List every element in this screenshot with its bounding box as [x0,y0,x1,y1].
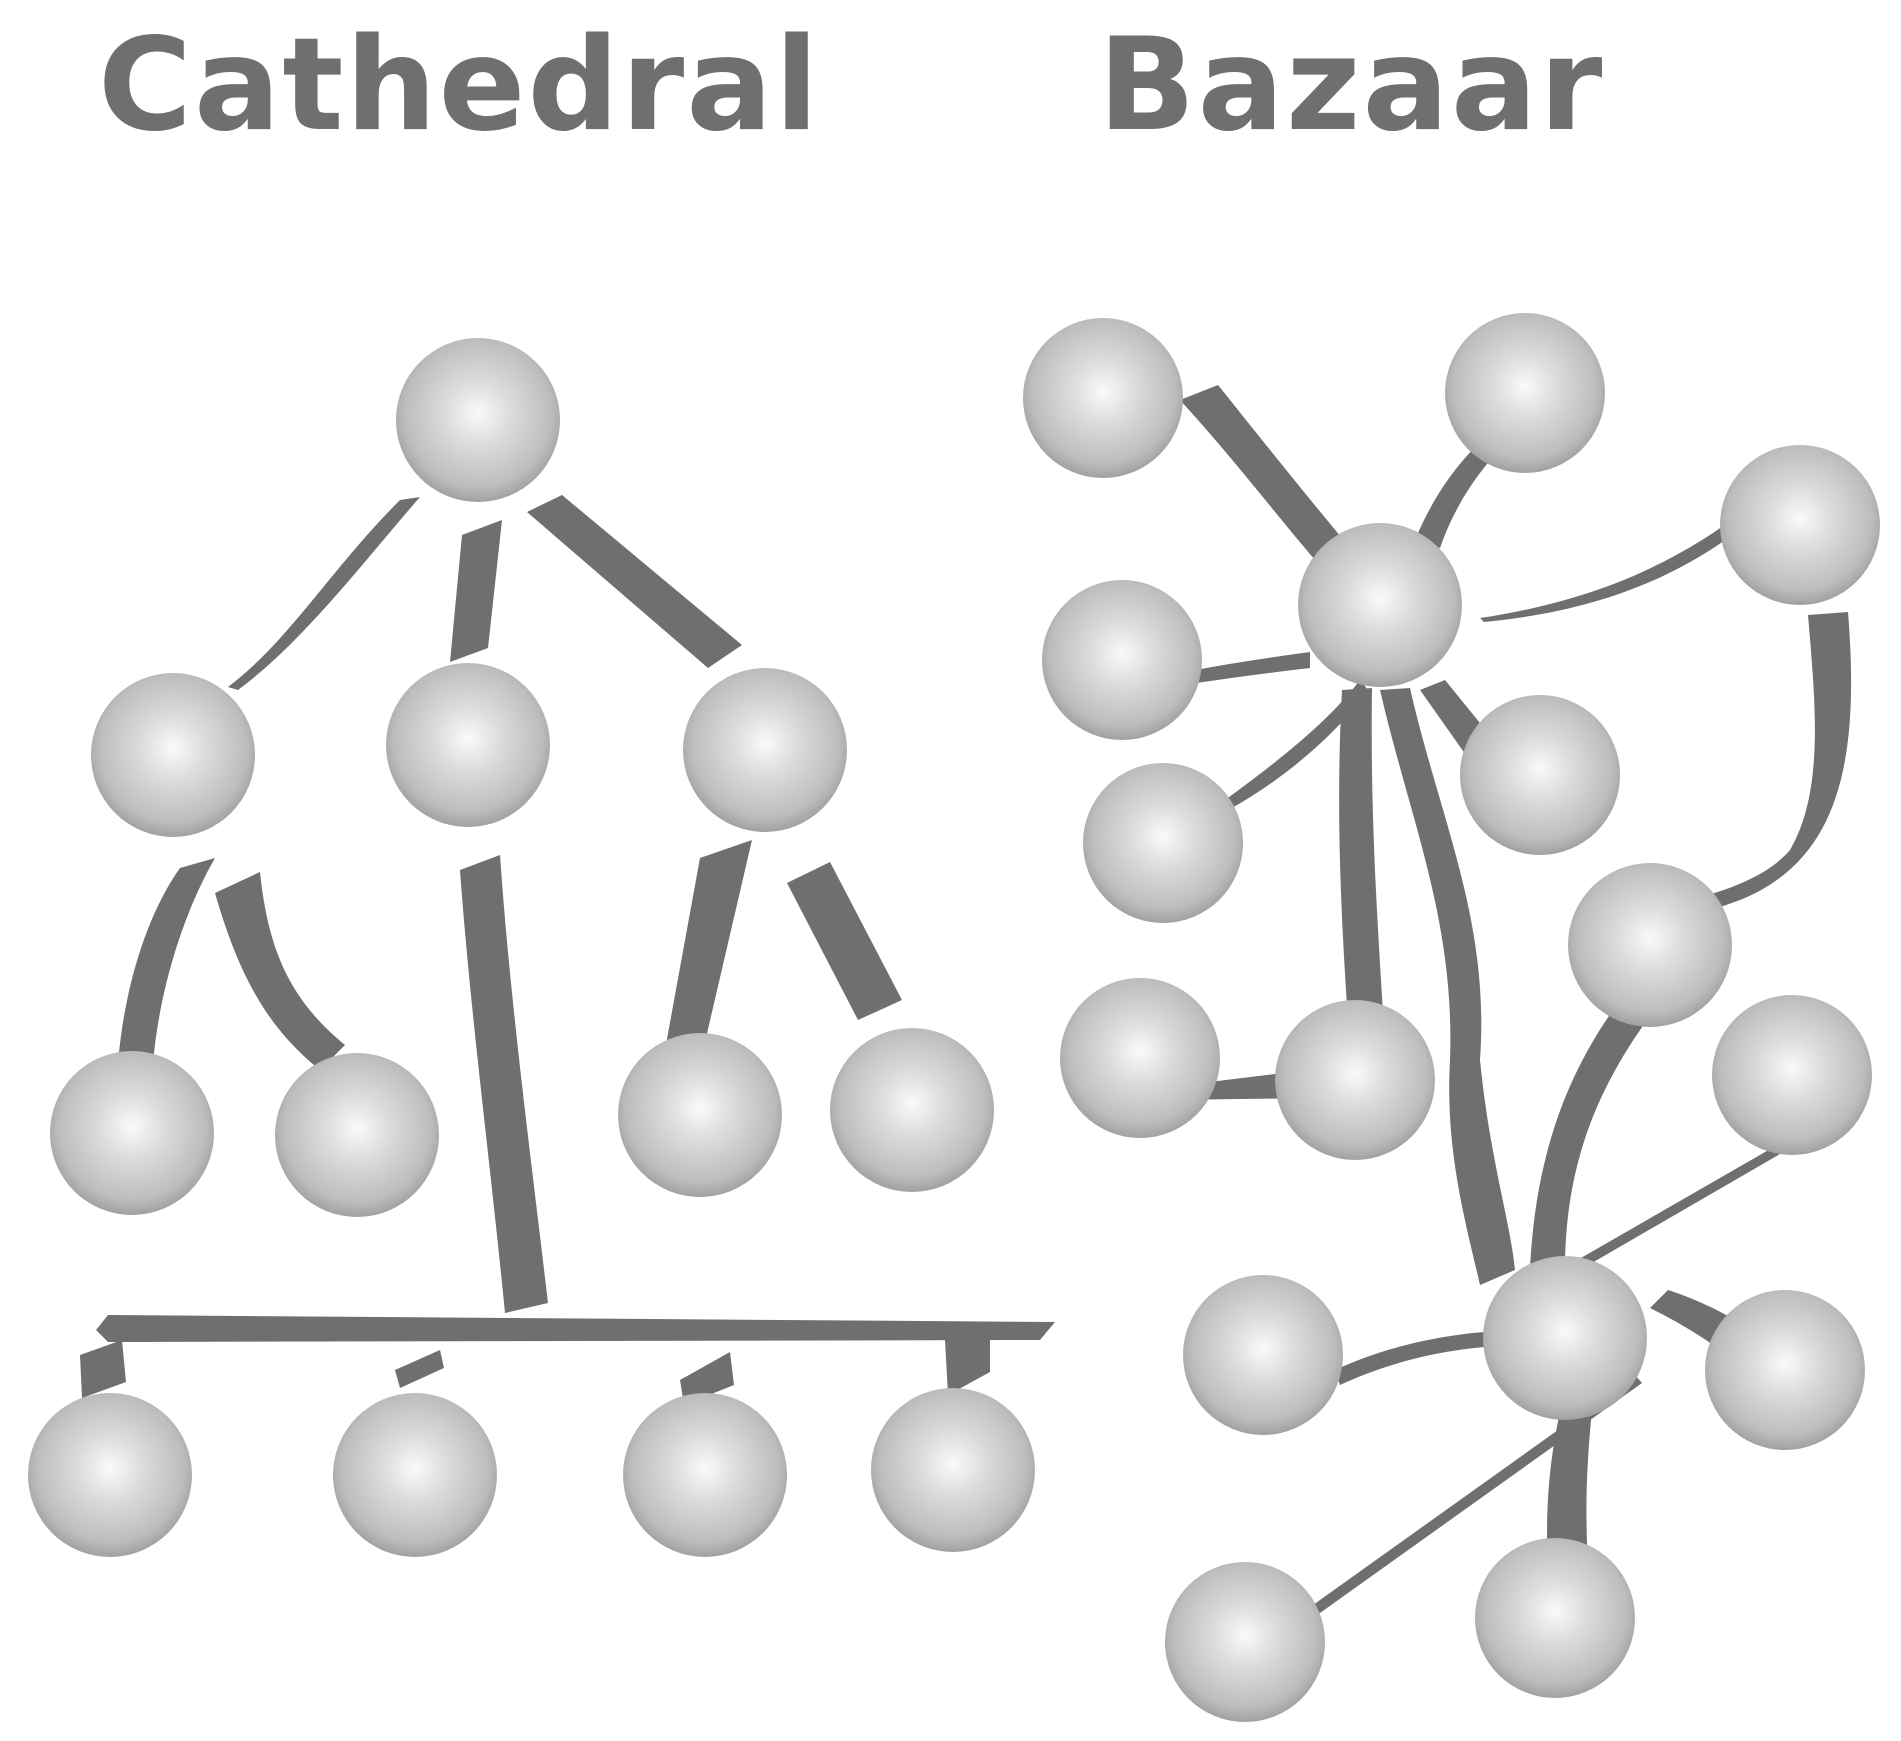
bazaar-edge-hub-ll [1225,680,1368,808]
cathedral-drop-3 [680,1352,734,1405]
cathedral-edge-r-rr [787,862,902,1020]
cathedral-edge-r-rl [665,840,752,1055]
cathedral-node-rl [618,1033,782,1197]
bazaar-node-l [1042,580,1202,740]
cathedral-title: Cathedral [98,11,821,160]
bazaar-node-rm [1568,863,1732,1027]
bazaar-edge-tl-hub [1180,385,1356,568]
bazaar-node-fr [1712,995,1872,1155]
cathedral-edge-mid-bus [460,855,548,1313]
cathedral-edge-root-left [228,497,420,690]
bazaar-edge-tr-hub [1415,400,1548,548]
bazaar-edge-hub-hub2 [1380,688,1515,1285]
cathedral-node-r [683,668,847,832]
bazaar-node-br [1705,1290,1865,1450]
bazaar-title: Bazaar [1098,11,1605,160]
bazaar-node-hub2 [1483,1256,1647,1420]
bazaar-edge-r-hub [1480,510,1752,622]
bazaar-node-tr [1445,313,1605,473]
cathedral-edge-l-ll [118,858,215,1063]
bazaar-edge-fr-hub2 [1560,1125,1818,1278]
bazaar-edge-bl-hub2 [1335,1330,1530,1385]
bazaar-node-ll [1083,763,1243,923]
bazaar-edge-r-rm [1650,612,1852,925]
cathedral-node-ll [50,1051,214,1215]
cathedral-node-b1 [28,1393,192,1557]
cathedral-node-m [386,663,550,827]
bazaar-node-bbl [1165,1562,1325,1722]
bazaar-node-ml [1060,978,1220,1138]
bazaar-edge-hub-mid [1339,688,1385,1050]
cathedral-drop-4 [945,1340,990,1395]
cathedral-node-b2 [333,1393,497,1557]
bazaar-node-tl [1023,318,1183,478]
cathedral-edge-root-right [527,495,742,668]
bazaar-node-bb [1475,1538,1635,1698]
bazaar-node-rl [1460,695,1620,855]
cathedral-node-b3 [623,1393,787,1557]
cathedral-node-lr [275,1053,439,1217]
bazaar-node-r [1720,445,1880,605]
bazaar-edge-hub2-bl [1285,1375,1642,1633]
cathedral-node-rr [830,1028,994,1192]
cathedral-bus [96,1315,1055,1342]
cathedral-node-b4 [871,1388,1035,1552]
cathedral-node-l [91,673,255,837]
cathedral-drop-2 [395,1350,444,1388]
cathedral-connectors [80,495,1055,1405]
cathedral-edge-l-lr [215,872,345,1070]
cathedral-edge-root-mid [450,520,502,662]
bazaar-node-bl [1183,1275,1343,1435]
bazaar-node-hub [1298,523,1462,687]
diagram-nodes [28,313,1880,1722]
bazaar-node-mid [1275,1000,1435,1160]
cathedral-drop-1 [80,1340,126,1398]
bazaar-edge-rm-hub2 [1530,990,1662,1270]
cathedral-node-root [396,338,560,502]
